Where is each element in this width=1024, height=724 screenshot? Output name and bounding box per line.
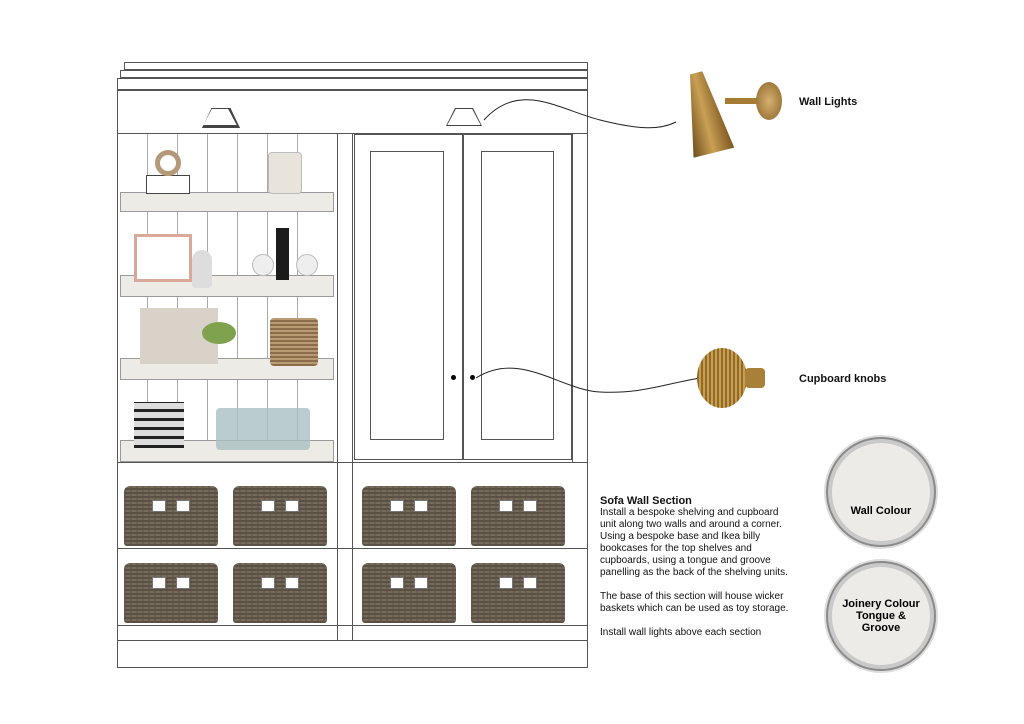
wicker-basket	[233, 563, 327, 623]
wicker-basket	[233, 486, 327, 546]
joinery-colour-label: Tongue &	[856, 610, 906, 622]
cupboard-door	[354, 134, 463, 460]
cupboard-knobs-label: Cupboard knobs	[799, 373, 887, 385]
description-paragraph: Install a bespoke shelving and cupboard …	[600, 507, 788, 578]
wicker-basket	[471, 486, 565, 546]
plant	[202, 322, 236, 344]
knob-dot	[451, 375, 456, 380]
wall-lights-label: Wall Lights	[799, 96, 858, 108]
book-stack	[134, 402, 184, 448]
plant-vase	[192, 250, 212, 288]
bookend	[252, 254, 274, 276]
wicker-basket	[124, 563, 218, 623]
description-paragraph: The base of this section will house wick…	[600, 591, 789, 614]
knot-sculpture	[155, 150, 181, 176]
joinery-colour-label: Groove	[861, 622, 901, 634]
wicker-basket	[471, 563, 565, 623]
vase	[268, 152, 302, 194]
knob-dot	[470, 375, 475, 380]
joinery-colour-label: Joinery Colour	[842, 598, 920, 610]
description-paragraph: Install wall lights above each section	[600, 627, 762, 638]
wicker-basket	[362, 563, 456, 623]
cupboard-door	[463, 134, 572, 460]
joinery-colour-swatch: Joinery Colour Tongue & Groove	[832, 567, 930, 665]
wicker-basket	[124, 486, 218, 546]
shelf	[120, 192, 334, 212]
bookend	[296, 254, 318, 276]
wall-colour-label: Wall Colour	[850, 505, 912, 517]
photo-frame	[134, 234, 192, 282]
small-basket	[270, 318, 318, 366]
section-description: Sofa Wall Section Install a bespoke shel…	[600, 495, 790, 651]
toy-cars	[216, 408, 310, 450]
book	[276, 228, 289, 280]
wall-colour-swatch: Wall Colour	[832, 443, 930, 541]
description-title: Sofa Wall Section	[600, 495, 692, 507]
wicker-basket	[362, 486, 456, 546]
